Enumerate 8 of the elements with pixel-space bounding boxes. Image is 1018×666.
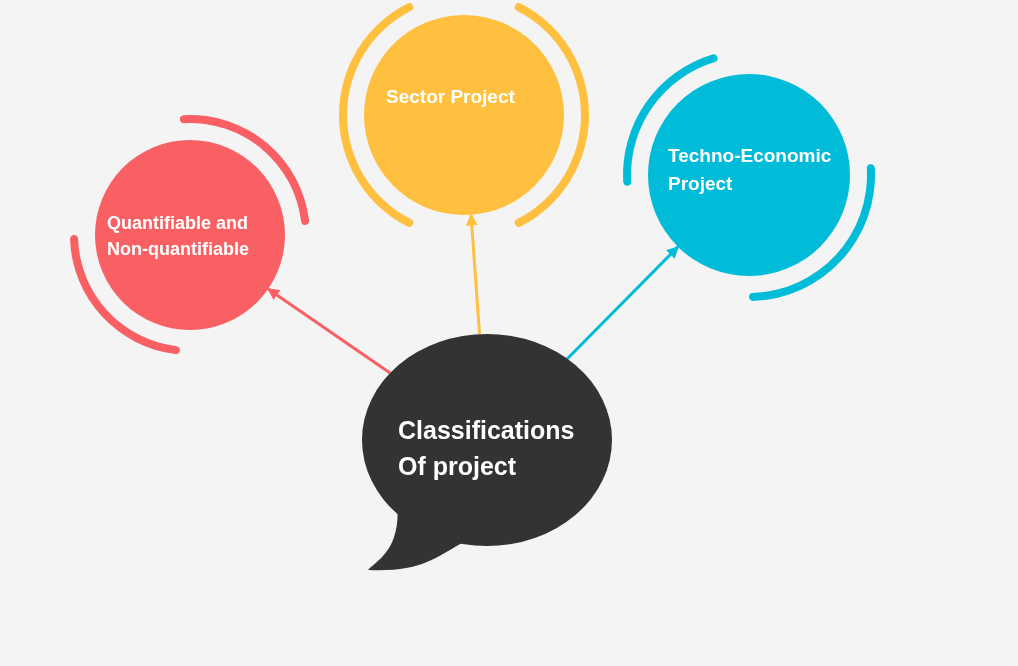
arrow (267, 287, 391, 375)
node-label: Sector Project (386, 85, 516, 109)
circle-node (364, 15, 564, 215)
arrow (465, 213, 481, 335)
node-label: Classifications Of project (398, 415, 576, 483)
arrow (566, 245, 680, 360)
node-label: Techno-Economic Project (668, 144, 833, 196)
node-label: Quantifiable and Non-quantifiable (107, 212, 250, 262)
